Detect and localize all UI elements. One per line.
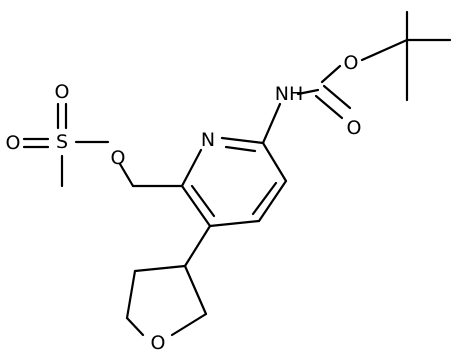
bond-thf-c xyxy=(125,316,145,337)
bond-carbonyl-double-b xyxy=(322,84,352,110)
bond-ring-c3-c2-inner xyxy=(190,184,216,218)
bond-ring-c6-c5 xyxy=(261,141,288,183)
bond-ring-c5-c4 xyxy=(257,179,288,223)
atom-label-nh: NH xyxy=(275,83,304,105)
bond-tbu-o xyxy=(360,38,409,62)
atom-label-o-mesyl-left: O xyxy=(6,132,21,154)
bond-carbonyl-double-a xyxy=(314,94,344,120)
bond-ring-c2-n xyxy=(180,148,203,188)
bond-ring-n-c6 xyxy=(220,136,265,145)
bond-thf-a xyxy=(133,264,187,273)
bond-ring-c4-c3 xyxy=(208,219,261,228)
atom-label-o-mesyl-top: O xyxy=(55,81,70,103)
bond-o-carbonyl xyxy=(320,64,342,84)
atom-label-s: S xyxy=(56,131,68,153)
atom-label-o-link: O xyxy=(111,147,126,169)
bond-ring-n-c6-inner xyxy=(224,145,257,153)
bond-ring-c5-c4-inner xyxy=(251,181,278,216)
atom-label-o-ester: O xyxy=(344,52,359,74)
bond-thf-b xyxy=(125,269,137,320)
bond-carbonyl-nh xyxy=(296,88,320,96)
bond-ring-c3-c2 xyxy=(180,184,212,228)
atom-label-o-carbonyl: O xyxy=(347,117,362,139)
bond-thf-e xyxy=(183,264,208,316)
atom-label-o-thf: O xyxy=(151,332,166,354)
bond-thf-d xyxy=(170,312,208,337)
bond-ch2-o xyxy=(118,162,135,188)
atom-label-n-pyridine: N xyxy=(201,129,215,151)
bond-nh-ring xyxy=(261,102,282,145)
bond-c3-thf xyxy=(183,224,212,268)
